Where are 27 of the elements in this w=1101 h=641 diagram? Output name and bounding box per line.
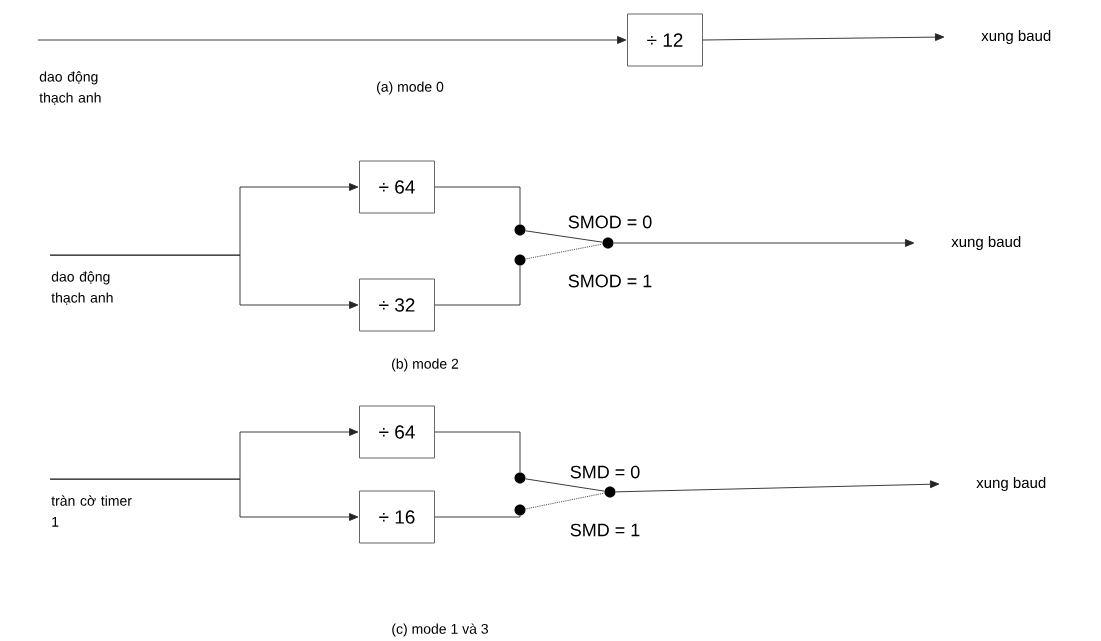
connector xyxy=(525,230,603,243)
edge-label: SMD = 1 xyxy=(568,522,642,538)
connector xyxy=(49,478,359,521)
connector xyxy=(434,431,521,473)
caption: (c) mode 1 và 3 xyxy=(392,623,488,637)
connector xyxy=(702,33,945,41)
connector xyxy=(434,186,521,225)
connector xyxy=(525,478,605,492)
connector xyxy=(525,243,603,260)
connector xyxy=(525,492,605,510)
output-label: xung baud xyxy=(951,236,1021,250)
edge-label: SMOD = 1 xyxy=(566,273,654,289)
edge-label: SMOD = 0 xyxy=(566,214,654,230)
output-label: xung baud xyxy=(976,477,1046,491)
connector xyxy=(434,515,521,518)
caption: (a) mode 0 xyxy=(377,81,444,95)
connector xyxy=(434,265,521,306)
connector xyxy=(37,36,627,44)
caption: (b) mode 2 xyxy=(392,358,459,372)
output-label: xung baud xyxy=(981,30,1051,44)
input-label: dao động thạch anh xyxy=(39,71,101,105)
edge-label: SMD = 0 xyxy=(568,464,642,480)
input-label: tràn cờ timer 1 xyxy=(51,495,132,527)
input-label: dao động thạch anh xyxy=(51,271,113,305)
connector xyxy=(613,239,915,247)
connector xyxy=(615,480,940,493)
connector xyxy=(49,254,359,309)
